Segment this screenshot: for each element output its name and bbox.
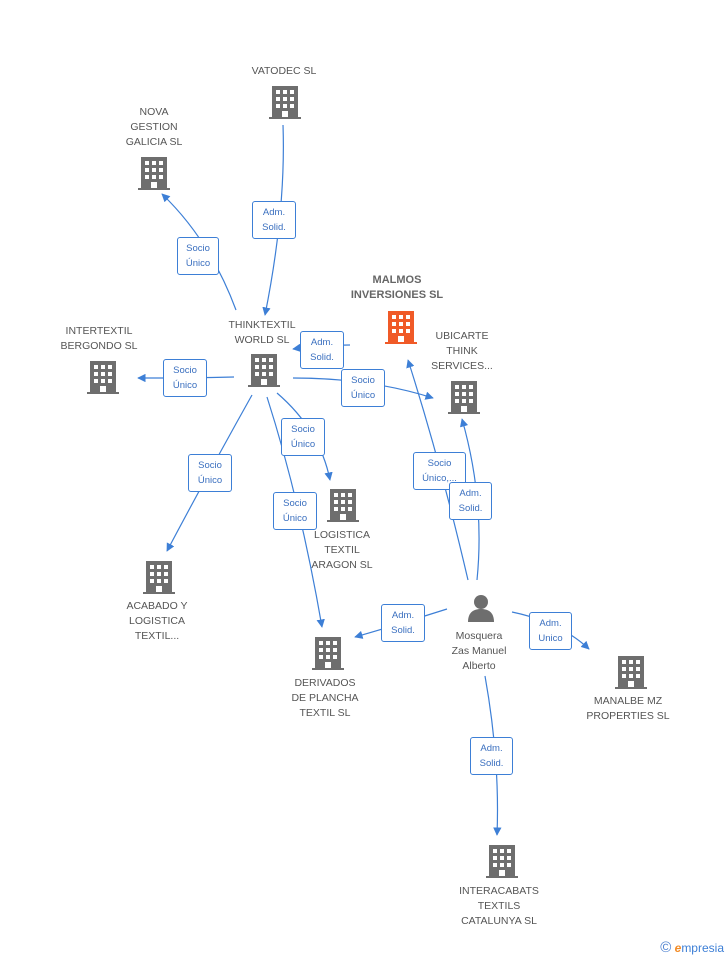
edge-label-thinktextil-intertextil[interactable]: Socio Único [163, 359, 207, 397]
node-label-intertextil[interactable]: INTERTEXTIL BERGONDO SL [60, 325, 138, 352]
node-label-nova-gestion[interactable]: NOVA GESTION GALICIA SL [125, 106, 183, 148]
edge-label-malmos-thinktextil[interactable]: Adm. Solid. [300, 331, 344, 369]
empresia-watermark[interactable]: © empresia [660, 939, 724, 956]
node-label-derivados[interactable]: DERIVADOS DE PLANCHA TEXTIL SL [291, 677, 359, 719]
edge-label-thinktextil-derivados[interactable]: Socio Único [273, 492, 317, 530]
edge-label-thinktextil-ubicarte[interactable]: Socio Único [341, 369, 385, 407]
node-label-interacabats[interactable]: INTERACABATS TEXTILS CATALUNYA SL [459, 885, 539, 927]
brand-initial: e [674, 941, 682, 955]
edge-label-vatodec-thinktextil[interactable]: Adm. Solid. [252, 201, 296, 239]
edge-label-mosquera-interacabats[interactable]: Adm. Solid. [470, 737, 513, 775]
building-icon[interactable] [269, 86, 301, 119]
building-icon[interactable] [486, 845, 518, 878]
building-icon[interactable] [143, 561, 175, 594]
node-label-ubicarte[interactable]: UBICARTE THINK SERVICES... [431, 330, 493, 372]
building-icon[interactable] [87, 361, 119, 394]
edge-label-mosquera-ubicarte[interactable]: Adm. Solid. [449, 482, 492, 520]
edge-label-mosquera-manalbe[interactable]: Adm. Unico [529, 612, 572, 650]
brand-name: mpresia [681, 941, 724, 955]
building-icon[interactable] [615, 656, 647, 689]
node-label-thinktextil[interactable]: THINKTEXTIL WORLD SL [228, 319, 296, 346]
building-icon[interactable] [448, 381, 480, 414]
person-icon[interactable] [468, 595, 494, 622]
edge-label-thinktextil-logistica[interactable]: Socio Único [281, 418, 325, 456]
node-label-manalbe[interactable]: MANALBE MZ PROPERTIES SL [586, 695, 670, 722]
building-icon[interactable] [312, 637, 344, 670]
node-label-mosquera[interactable]: Mosquera Zas Manuel Alberto [451, 630, 507, 672]
copyright-icon: © [660, 939, 672, 956]
node-label-acabado[interactable]: ACABADO Y LOGISTICA TEXTIL... [126, 600, 188, 642]
building-icon[interactable] [327, 489, 359, 522]
node-label-malmos[interactable]: MALMOS INVERSIONES SL [350, 274, 444, 301]
building-icon[interactable] [248, 354, 280, 387]
edge-label-thinktextil-nova[interactable]: Socio Único [177, 237, 219, 275]
node-label-vatodec[interactable]: VATODEC SL [251, 65, 317, 77]
edge-label-mosquera-derivados[interactable]: Adm. Solid. [381, 604, 425, 642]
node-label-logistica-aragon[interactable]: LOGISTICA TEXTIL ARAGON SL [311, 529, 373, 571]
building-icon[interactable] [138, 157, 170, 190]
edge-label-thinktextil-acabado[interactable]: Socio Único [188, 454, 232, 492]
